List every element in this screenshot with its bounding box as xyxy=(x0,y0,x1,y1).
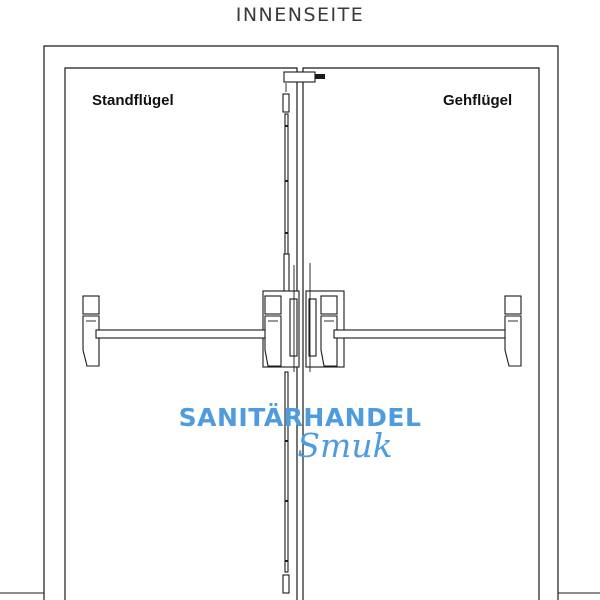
top-bolt-keeper xyxy=(282,71,325,113)
door-frame xyxy=(0,45,600,600)
view-caption: INNENSEITE xyxy=(236,4,365,26)
left-push-bar xyxy=(82,295,282,367)
vertical-rod-upper xyxy=(283,113,290,293)
right-door-leaf xyxy=(302,67,540,600)
fixed-leaf-label: Standflügel xyxy=(92,92,174,109)
watermark-line-2: Smuk xyxy=(297,426,392,465)
watermark-line-1: SANITÄRHANDEL xyxy=(179,402,422,432)
active-leaf-label: Gehflügel xyxy=(443,92,512,109)
watermark-logo: SANITÄRHANDEL Smuk xyxy=(179,402,422,465)
vertical-rod-lower xyxy=(282,371,290,594)
right-push-bar xyxy=(320,295,522,367)
